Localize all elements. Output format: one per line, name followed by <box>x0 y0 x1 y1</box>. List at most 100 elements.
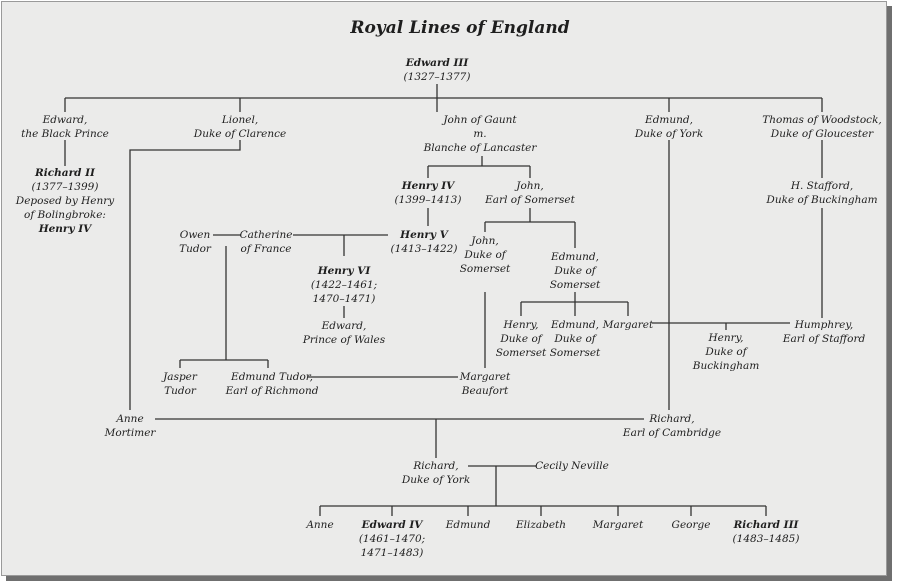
node-name: Humphrey, <box>794 319 854 331</box>
node-edward-iii: Edward III (1327–1377) <box>404 56 471 84</box>
node-name: H. Stafford, <box>790 180 854 192</box>
node-reign: (1483–1485) <box>732 533 800 545</box>
node-name: Anne <box>116 413 144 425</box>
node-edward-wales: Edward, Prince of Wales <box>303 319 385 347</box>
family-tree-panel <box>1 1 887 576</box>
node-name: Edmund, <box>551 319 599 331</box>
node-john-of-gaunt: John of Gaunt m. Blanche of Lancaster <box>424 113 537 155</box>
node-name: Edward, <box>321 320 367 332</box>
node-title: Earl of Stafford <box>782 333 866 345</box>
node-henry-buckingham: Henry, Duke of Buckingham <box>693 331 760 373</box>
node-title: of France <box>240 243 292 255</box>
node-name: Edmund Tudor, <box>231 371 313 383</box>
node-name: Cecily Neville <box>535 460 609 472</box>
node-margaret: Margaret <box>593 518 643 532</box>
node-note: Deposed by Henry <box>15 195 115 207</box>
node-henry-v: Henry V (1413–1422) <box>391 228 458 256</box>
node-name: Edmund, <box>645 114 693 126</box>
node-title: Somerset <box>549 347 601 359</box>
node-reign: 1470–1471) <box>312 293 376 305</box>
node-title: Somerset <box>459 263 511 275</box>
node-name: Margaret <box>602 319 654 331</box>
node-title: Duke of Gloucester <box>770 128 874 140</box>
node-title: Duke of <box>705 346 747 358</box>
node-name: John, <box>516 180 544 192</box>
node-richard-ii: Richard II (1377–1399) Deposed by Henry … <box>16 166 114 236</box>
node-name: Margaret <box>592 519 644 531</box>
node-name: Lionel, <box>221 114 259 126</box>
node-edward-iv: Edward IV (1461–1470; 1471–1483) <box>359 518 425 560</box>
node-reign: (1399–1413) <box>394 194 462 206</box>
node-reign: (1377–1399) <box>31 181 99 193</box>
node-name: Edmund <box>445 519 491 531</box>
node-richard-iii: Richard III (1483–1485) <box>733 518 800 546</box>
node-title: Buckingham <box>692 360 760 372</box>
node-name: Thomas of Woodstock, <box>762 114 882 126</box>
node-name: Richard II <box>35 167 95 179</box>
node-title: the Black Prince <box>21 128 109 140</box>
node-name: George <box>671 519 711 531</box>
node-name: John of Gaunt <box>443 114 517 126</box>
node-title: Duke of York <box>634 128 704 140</box>
node-john-duke-somerset: John, Duke of Somerset <box>460 234 511 276</box>
node-name: Edward III <box>405 57 469 69</box>
node-name: Henry VI <box>317 265 371 277</box>
node-henry-iv: Henry IV (1399–1413) <box>395 179 462 207</box>
node-marriage: m. <box>473 128 487 140</box>
node-name: Edward IV <box>361 519 423 531</box>
node-name: Henry IV <box>401 180 455 192</box>
node-note: of Bolingbroke: <box>24 209 106 221</box>
node-richard-york: Richard, Duke of York <box>402 459 470 487</box>
node-reign: (1461–1470; <box>358 533 426 545</box>
node-name: Tudor <box>164 385 196 397</box>
node-name: Elizabeth <box>515 519 567 531</box>
node-humphrey: Humphrey, Earl of Stafford <box>783 318 865 346</box>
node-margaret-beaufort: Margaret Beaufort <box>460 370 510 398</box>
node-reign: 1471–1483) <box>360 547 424 559</box>
node-jasper-tudor: Jasper Tudor <box>163 370 197 398</box>
node-name: Anne <box>306 519 334 531</box>
connector <box>129 140 241 410</box>
node-catherine: Catherine of France <box>240 228 293 256</box>
node-henry-duke-somerset: Henry, Duke of Somerset <box>496 318 547 360</box>
node-name: Henry, <box>503 319 539 331</box>
node-margaret-somerset: Margaret <box>603 318 653 332</box>
node-reign: (1327–1377) <box>403 71 471 83</box>
node-spouse: Blanche of Lancaster <box>423 142 537 154</box>
node-edmund-york: Edmund, Duke of York <box>635 113 703 141</box>
node-note: Henry IV <box>38 223 92 235</box>
node-name: Edmund, <box>551 251 599 263</box>
node-name: Beaufort <box>461 385 509 397</box>
node-anne-mortimer: Anne Mortimer <box>105 412 156 440</box>
node-name: Edward, <box>42 114 88 126</box>
page-title: Royal Lines of England <box>350 18 570 38</box>
node-name: Richard, <box>649 413 695 425</box>
node-title: Somerset <box>495 347 547 359</box>
node-owen-tudor: Owen Tudor <box>179 228 211 256</box>
node-edmund-duke-somerset-2: Edmund, Duke of Somerset <box>550 318 601 360</box>
node-reign: (1422–1461; <box>310 279 378 291</box>
node-title: Duke of <box>554 265 596 277</box>
node-lionel: Lionel, Duke of Clarence <box>194 113 286 141</box>
node-title: Earl of Cambridge <box>622 427 722 439</box>
node-title: Earl of Richmond <box>225 385 319 397</box>
node-title: Duke of York <box>401 474 471 486</box>
node-name: Catherine <box>239 229 293 241</box>
node-cecily-neville: Cecily Neville <box>535 459 609 473</box>
node-george: George <box>672 518 711 532</box>
node-title: Duke of <box>500 333 542 345</box>
node-name: Henry V <box>400 229 448 241</box>
node-black-prince: Edward, the Black Prince <box>21 113 109 141</box>
node-title: Somerset <box>549 279 601 291</box>
node-name: Owen <box>179 229 211 241</box>
node-john-earl-somerset: John, Earl of Somerset <box>485 179 575 207</box>
node-henry-vi: Henry VI (1422–1461; 1470–1471) <box>311 264 377 306</box>
node-thomas-woodstock: Thomas of Woodstock, Duke of Gloucester <box>762 113 882 141</box>
node-elizabeth: Elizabeth <box>516 518 566 532</box>
node-name: Richard, <box>413 460 459 472</box>
node-edmund-tudor: Edmund Tudor, Earl of Richmond <box>226 370 319 398</box>
node-name: Jasper <box>163 371 197 383</box>
node-name: Tudor <box>179 243 211 255</box>
node-name: John, <box>471 235 499 247</box>
